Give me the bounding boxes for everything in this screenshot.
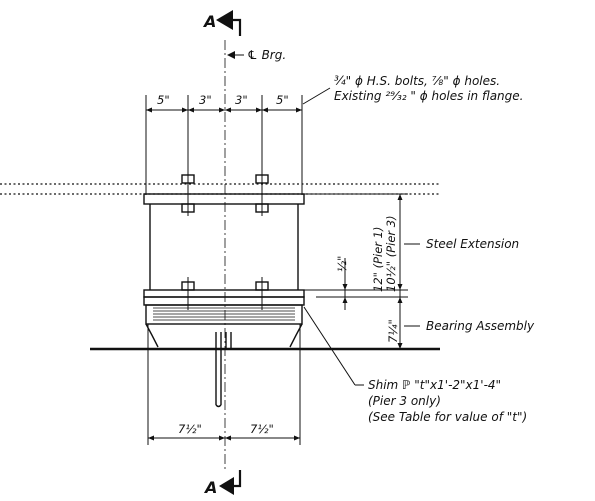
bolt-bottom-left — [181, 277, 195, 310]
bearing-assembly-label: Bearing Assembly — [426, 319, 535, 333]
bolt-note-leader — [302, 87, 331, 105]
bolts — [181, 170, 269, 310]
bolt-top-right — [255, 170, 269, 216]
centerline-bearing: ℄ Brg. — [224, 40, 286, 470]
section-letter-top: A — [202, 12, 216, 31]
section-arrow-top-icon — [216, 10, 233, 30]
bearing-assembly-callout: Bearing Assembly — [404, 319, 535, 333]
vertical-dimensions: ½" 12" (Pier 1) 10½" (Pier 3) 7¼" — [304, 193, 408, 350]
dim-bottom-right: 7½" — [250, 422, 274, 436]
bolt-top-left — [181, 170, 195, 216]
bolt-note-line2: Existing ²⁹⁄₃₂ " ϕ holes in flange. — [334, 89, 523, 103]
shim-callout: Shim ℙ "t"x1'-2"x1'-4" (Pier 3 only) (Se… — [303, 306, 527, 424]
cl-bearing-label: ℄ Brg. — [247, 48, 286, 62]
section-cut-line-top — [230, 18, 242, 36]
cl-arrow-icon — [227, 51, 235, 59]
dim-top-1: 5" — [157, 93, 170, 107]
section-mark-bottom: A — [203, 470, 242, 497]
dim-top-2: 3" — [199, 93, 212, 107]
section-arrow-bottom-icon — [219, 477, 234, 495]
anchor-rods — [215, 332, 232, 408]
existing-flange-lines — [0, 183, 440, 195]
shim-note-line1: Shim ℙ "t"x1'-2"x1'-4" — [368, 378, 501, 392]
steel-extension-callout: Steel Extension — [404, 237, 519, 251]
bolt-note: ¾" ϕ H.S. bolts, ⅞" ϕ holes. Existing ²⁹… — [302, 74, 523, 105]
bearing-pad — [145, 304, 303, 325]
dim-bearing-height: 7¼" — [386, 319, 400, 343]
top-flange-plate — [143, 193, 305, 205]
top-dimensions: 5" 3" 3" 5" — [145, 93, 303, 195]
bottom-plate — [143, 289, 305, 298]
section-letter-bottom: A — [203, 478, 217, 497]
steel-extension-label: Steel Extension — [426, 237, 519, 251]
dim-bottom-left: 7½" — [178, 422, 202, 436]
dim-half-inch: ½" — [335, 256, 349, 272]
bolt-note-line1: ¾" ϕ H.S. bolts, ⅞" ϕ holes. — [334, 74, 500, 88]
dim-top-3: 3" — [235, 93, 248, 107]
dim-top-4: 5" — [276, 93, 289, 107]
dim-height-pier3: 10½" (Pier 3) — [384, 215, 398, 292]
bolt-bottom-right — [255, 277, 269, 310]
shim-note-line3: (See Table for value of "t") — [368, 410, 527, 424]
bottom-dimensions: 7½" 7½" — [147, 324, 301, 445]
steel-extension — [143, 193, 305, 348]
masonry-plate — [143, 296, 305, 306]
section-mark-top: A — [202, 10, 242, 36]
section-cut-line-bottom — [232, 470, 242, 488]
dim-height-pier1: 12" (Pier 1) — [371, 227, 385, 292]
shim-note-line2: (Pier 3 only) — [368, 394, 441, 408]
